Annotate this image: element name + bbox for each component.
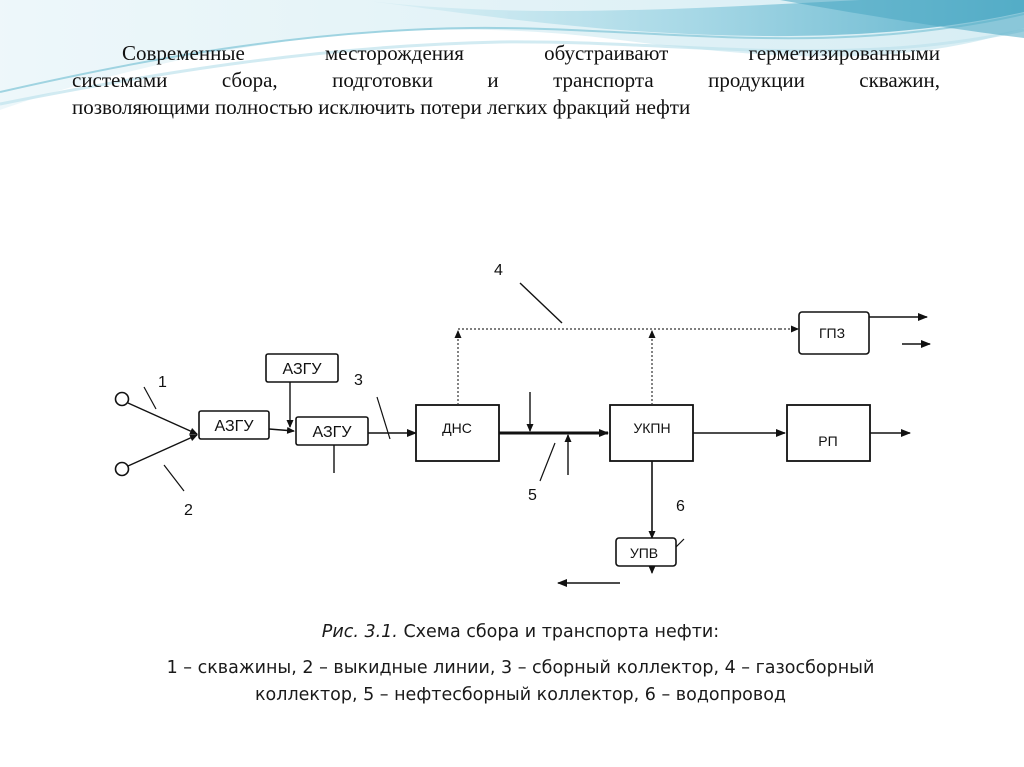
upv-block (615, 537, 677, 567)
number-label-2: 2 (184, 502, 193, 519)
pipe-upv-side (675, 538, 685, 548)
caption-title-rest: Схема сбора и транспорта нефти: (397, 622, 720, 642)
leader-3 (376, 396, 391, 440)
figure-panel: АЗГУ АЗГУ АЗГУ ДНС УКПН РП ГПЗ УПВ 1 2 3… (72, 255, 969, 713)
azgu-a-block (198, 410, 270, 440)
pipe-azgu-a-to-azgu-b (268, 426, 295, 434)
caption-legend-line-2: коллектор, 5 – нефтесборный коллектор, 6… (254, 685, 786, 705)
number-label-4: 4 (494, 262, 503, 279)
well-1-icon (114, 391, 130, 407)
number-label-1: 1 (158, 374, 167, 391)
flowline-well-1 (127, 402, 198, 435)
rp-block (786, 404, 871, 462)
oil-gathering-diagram: АЗГУ АЗГУ АЗГУ ДНС УКПН РП ГПЗ УПВ 1 2 3… (114, 262, 931, 587)
wave-line-1 (0, 13, 1024, 93)
caption-legend-line-1: 1 – скважины, 2 – выкидные линии, 3 – сб… (166, 658, 875, 678)
azgu-top-block (265, 353, 339, 383)
azgu-top-label: АЗГУ (283, 361, 323, 378)
leader-2 (163, 464, 185, 492)
azgu-b-block (295, 416, 369, 446)
azgu-b-label: АЗГУ (313, 424, 353, 441)
flowline-well-2 (127, 434, 198, 467)
number-label-6: 6 (676, 498, 685, 515)
intro-line-2: системами сбора, подготовки и транспорта… (72, 68, 940, 92)
wave-line-2 (0, 28, 1024, 106)
gpz-label: ГПЗ (819, 325, 845, 341)
dns-label: ДНС (442, 420, 472, 436)
intro-line-3: позволяющими полностью исключить потери … (72, 95, 691, 119)
caption-title: Рис. 3.1. Схема сбора и транспорта нефти… (72, 622, 969, 642)
gpz-block (798, 311, 870, 355)
wave-right-accent (780, 0, 1024, 38)
rp-label: РП (818, 433, 837, 449)
caption-title-italic: Рис. 3.1. (321, 622, 398, 642)
leader-5 (539, 442, 556, 482)
number-label-3: 3 (354, 372, 363, 389)
ukpn-label: УКПН (633, 420, 670, 436)
upv-label: УПВ (630, 545, 658, 561)
well-2-icon (114, 461, 130, 477)
number-label-5: 5 (528, 487, 537, 504)
azgu-a-label: АЗГУ (215, 418, 255, 435)
leader-1 (143, 386, 157, 410)
intro-text: Современные месторождения обустраивают г… (72, 40, 940, 121)
leader-4 (519, 282, 563, 324)
intro-line-1: Современные месторождения обустраивают г… (122, 41, 940, 65)
